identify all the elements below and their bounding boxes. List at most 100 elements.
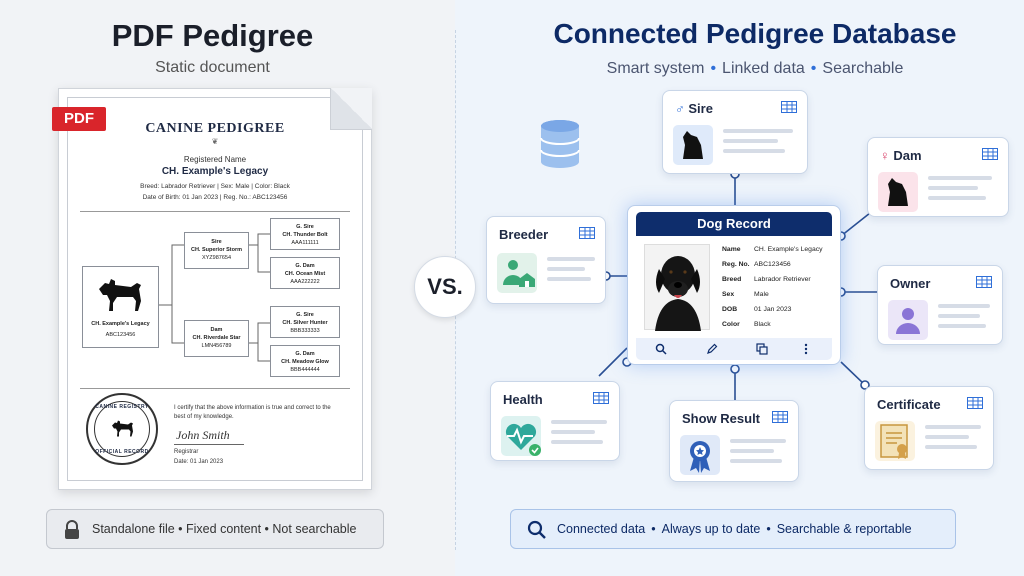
- certificate-card-title: Certificate: [877, 397, 941, 412]
- lock-icon: [65, 520, 79, 539]
- doc-details-2: Date of Birth: 01 Jan 2023 | Reg. No.: A…: [142, 194, 288, 201]
- gsire1-box: G. Sire CH. Thunder Bolt AAA111111: [270, 218, 340, 250]
- field-value: 01 Jan 2023: [754, 306, 792, 313]
- owner-icon: [888, 300, 928, 340]
- certificate-icon: [875, 421, 915, 461]
- dam-box: Dam CH. Riverdale Star LMN456789: [184, 320, 249, 357]
- dog-reg: ABC123456: [105, 332, 136, 338]
- subtitle-item: Linked data: [722, 60, 805, 77]
- registrar-label: Registrar: [174, 449, 199, 455]
- award-icon: [680, 435, 720, 475]
- gdam2-reg: BBB444444: [290, 367, 320, 373]
- gsire1-reg: AAA111111: [291, 240, 319, 246]
- female-icon: ♀: [880, 148, 890, 163]
- show-result-card-title: Show Result: [682, 411, 761, 426]
- grid-icon[interactable]: [982, 148, 998, 160]
- certification-text: I certify that the above information is …: [174, 405, 331, 420]
- male-icon: ♂: [675, 101, 685, 116]
- gdam1-reg: AAA222222: [290, 279, 320, 285]
- dam-label: Dam: [210, 327, 223, 333]
- doc-title: CANINE PEDIGREE: [145, 121, 285, 136]
- field-value: CH. Example's Legacy: [754, 246, 823, 253]
- dam-card-label: Dam: [893, 148, 922, 163]
- edit-icon[interactable]: [706, 343, 718, 355]
- dog-record-title: Dog Record: [636, 212, 832, 236]
- registered-name-label: Registered Name: [183, 155, 247, 164]
- owner-card-title: Owner: [890, 276, 931, 291]
- breeder-card-title: Breeder: [499, 227, 549, 242]
- sire-name: CH. Superior Storm: [190, 247, 243, 253]
- pdf-badge: PDF: [52, 107, 106, 131]
- dam-name: CH. Riverdale Star: [192, 335, 241, 341]
- breeder-icon: [497, 253, 537, 293]
- search-icon[interactable]: [655, 343, 667, 355]
- dog-name: CH. Example's Legacy: [91, 321, 150, 327]
- show-result-card[interactable]: Show Result: [669, 400, 799, 482]
- gsire2-label: G. Sire: [296, 312, 314, 318]
- health-icon: [501, 416, 541, 456]
- registered-name: CH. Example's Legacy: [161, 166, 269, 177]
- grid-icon[interactable]: [976, 276, 992, 288]
- footer-item: Connected data: [557, 522, 646, 536]
- more-icon[interactable]: [804, 343, 808, 355]
- left-subtitle: Static document: [155, 59, 270, 76]
- gsire2-name: CH. Silver Hunter: [282, 320, 328, 326]
- sire-box: Sire CH. Superior Storm XYZ987654: [184, 232, 249, 269]
- right-footer-text: Connected data•Always up to date•Searcha…: [557, 522, 912, 536]
- gsire1-name: CH. Thunder Bolt: [282, 232, 328, 238]
- sire-reg: XYZ987654: [201, 255, 232, 261]
- doc-details-1: Breed: Labrador Retriever | Sex: Male | …: [140, 183, 290, 190]
- field-label: Sex: [722, 291, 735, 298]
- gdam2-label: G. Dam: [295, 351, 315, 357]
- seal-dog-icon: [112, 420, 133, 437]
- sire-card[interactable]: ♂ Sire: [662, 90, 808, 174]
- separator: [80, 388, 350, 389]
- dam-photo: [878, 172, 918, 212]
- grid-icon[interactable]: [579, 227, 595, 239]
- gsire2-box: G. Sire CH. Silver Hunter BBB333333: [270, 306, 340, 338]
- field-value: Labrador Retriever: [754, 276, 811, 283]
- field-value: Black: [754, 321, 771, 328]
- field-value: ABC123456: [754, 261, 791, 268]
- field-label: Name: [722, 246, 741, 253]
- footer-item: Searchable & reportable: [776, 522, 912, 536]
- registry-seal: CANINE REGISTRY OFFICIAL RECORD: [86, 393, 158, 465]
- dam-card[interactable]: ♀ Dam: [867, 137, 1009, 217]
- registrar-date: Date: 01 Jan 2023: [174, 459, 224, 465]
- breeder-card[interactable]: Breeder: [486, 216, 606, 304]
- dog-record-card[interactable]: Dog Record Name CH. Example's Legacy Reg…: [627, 205, 841, 365]
- signature-line: [174, 444, 244, 445]
- health-card[interactable]: Health: [490, 381, 620, 461]
- right-subtitle: Smart system•Linked data•Searchable: [606, 60, 904, 77]
- grid-icon[interactable]: [967, 397, 983, 409]
- footer-item: Always up to date: [661, 522, 761, 536]
- right-footer: Connected data•Always up to date•Searcha…: [510, 509, 956, 549]
- dam-card-title: ♀ Dam: [880, 148, 922, 163]
- field-label: Reg. No.: [722, 261, 750, 268]
- sire-card-title: ♂ Sire: [675, 101, 713, 116]
- dog-silhouette-icon: [98, 279, 141, 311]
- dog-box: CH. Example's Legacy ABC123456: [82, 266, 159, 348]
- owner-card[interactable]: Owner: [877, 265, 1003, 345]
- dog-photo: [644, 244, 710, 331]
- gsire1-label: G. Sire: [296, 224, 314, 230]
- grid-icon[interactable]: [772, 411, 788, 423]
- copy-icon[interactable]: [756, 343, 768, 355]
- right-title: Connected Pedigree Database: [553, 18, 957, 49]
- left-title: PDF Pedigree: [111, 18, 314, 53]
- seal-bottom-text: OFFICIAL RECORD: [95, 449, 149, 455]
- field-value: Male: [754, 291, 769, 298]
- left-footer-text: Standalone file • Fixed content • Not se…: [92, 522, 357, 536]
- search-icon: [527, 520, 546, 539]
- left-footer: Standalone file • Fixed content • Not se…: [46, 509, 384, 549]
- ornament: ❦: [211, 137, 219, 146]
- grid-icon[interactable]: [781, 101, 797, 113]
- database-icon: [540, 120, 580, 168]
- record-toolbar: [636, 338, 832, 360]
- gdam1-name: CH. Ocean Mist: [284, 271, 326, 277]
- certificate-card[interactable]: Certificate: [864, 386, 994, 470]
- vs-badge: VS.: [414, 256, 476, 318]
- dam-reg: LMN456789: [201, 343, 232, 349]
- sire-label: Sire: [211, 239, 222, 245]
- grid-icon[interactable]: [593, 392, 609, 404]
